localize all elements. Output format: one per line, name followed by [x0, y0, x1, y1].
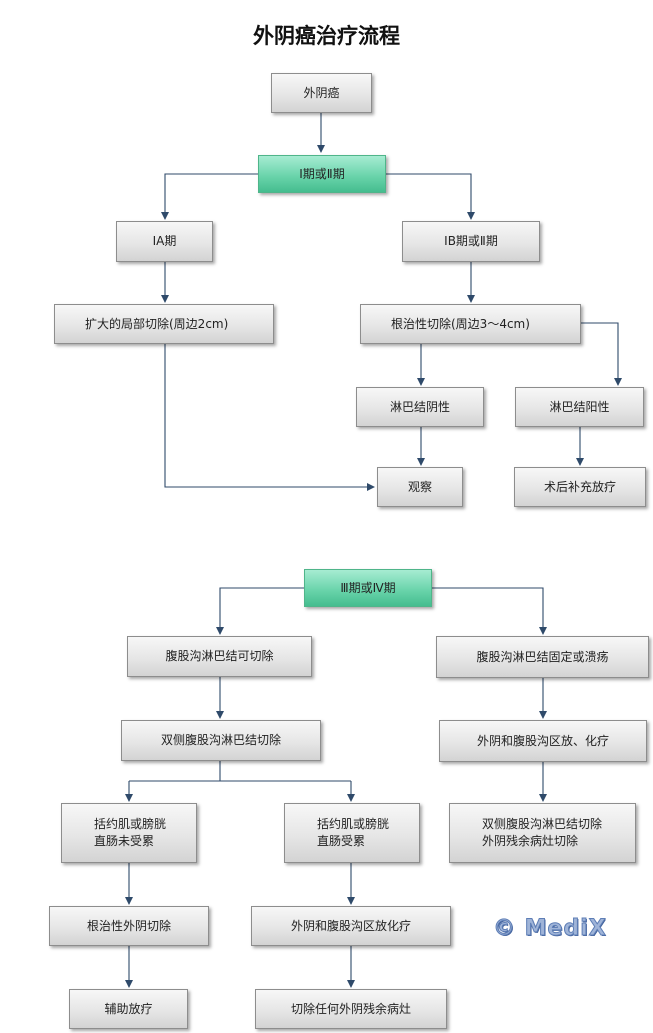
edge-bilateral-split [129, 761, 351, 782]
node-bilateral-and-residual: 双侧腹股沟淋巴结切除 外阴残余病灶切除 [449, 803, 636, 863]
node-stage-1b-2: ⅠB期或Ⅱ期 [402, 221, 540, 262]
node-observe: 观察 [377, 467, 463, 507]
edge-stage12-1b2 [386, 173, 475, 220]
node-lymph-negative: 淋巴结阴性 [356, 387, 484, 427]
node-local-excision: 扩大的局部切除(周边2cm) [54, 304, 274, 344]
node-radical-vulvectomy: 根治性外阴切除 [49, 906, 209, 946]
edge-stage12-1a [161, 173, 258, 220]
node-bilateral-dissection: 双侧腹股沟淋巴结切除 [121, 720, 321, 761]
diagram-title: 外阴癌治疗流程 [253, 23, 400, 48]
node-stage-1a: ⅠA期 [116, 221, 213, 262]
node-stage-1-2: Ⅰ期或Ⅱ期 [258, 155, 386, 193]
node-adjuvant-radiotherapy: 辅助放疗 [69, 989, 188, 1029]
node-sphincter-not-involved: 括约肌或膀胱 直肠未受累 [61, 803, 197, 863]
node-radical-excision: 根治性切除(周边3～4cm) [360, 304, 581, 344]
medix-watermark: © MediX [493, 916, 607, 942]
node-stage-3-4: Ⅲ期或Ⅳ期 [304, 569, 432, 607]
node-vulva-groin-chemoradiotherapy: 外阴和腹股沟区放化疗 [251, 906, 451, 946]
edge-local-observe [164, 344, 375, 491]
node-vulva-groin-chemoradiation: 外阴和腹股沟区放、化疗 [439, 720, 647, 762]
node-vulvar-cancer: 外阴癌 [271, 73, 372, 113]
edge-radical-positive [581, 322, 622, 386]
node-nodes-fixed: 腹股沟淋巴结固定或溃疡 [436, 636, 649, 678]
node-postop-radiotherapy: 术后补充放疗 [514, 467, 646, 507]
node-nodes-resectable: 腹股沟淋巴结可切除 [127, 636, 312, 677]
node-excise-residual: 切除任何外阴残余病灶 [255, 989, 447, 1029]
node-lymph-positive: 淋巴结阳性 [515, 387, 644, 427]
node-sphincter-involved: 括约肌或膀胱 直肠受累 [284, 803, 420, 863]
edge-stage34-fixed [432, 587, 547, 635]
edge-stage34-resectable [216, 587, 304, 635]
